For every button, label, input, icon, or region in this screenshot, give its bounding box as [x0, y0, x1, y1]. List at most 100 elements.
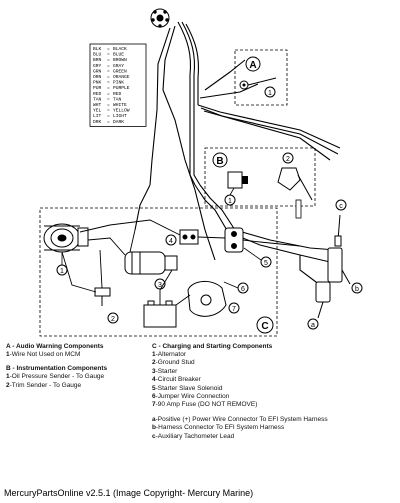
color-key-border: [89, 43, 147, 127]
copyright-footer: MercuryPartsOnline v2.5.1 (Image Copyrig…: [4, 488, 254, 498]
legend-item: 2-Ground Stud: [152, 359, 397, 367]
legend-item-text: -Auxiliary Tachometer Lead: [155, 432, 235, 440]
section-b-label: B: [216, 156, 223, 167]
legend-item: 1-Alternator: [152, 351, 397, 359]
legend-item-key: 2: [152, 359, 156, 367]
legend-item-text: -Alternator: [155, 351, 186, 358]
color-key-name: DARK: [113, 119, 124, 125]
legend-section-a-heading: A - Audio Warning Components: [6, 343, 104, 350]
legend-item-text: -Starter: [155, 367, 178, 375]
color-key-code: PNK: [93, 80, 102, 86]
slave-solenoid-icon: [224, 227, 244, 253]
legend-item: 3-Starter: [152, 368, 397, 376]
legend-item-key: 6: [152, 393, 156, 401]
legend-item-text: -Starter Slave Solenoid: [155, 384, 223, 392]
color-key-code: YEL: [93, 108, 102, 114]
color-key-name: LIGHT: [113, 113, 127, 119]
callout-c2: 2: [111, 316, 115, 323]
color-key-name: PURPLE: [113, 85, 130, 91]
color-key-code: GRY: [93, 63, 102, 69]
color-key-dash: =: [107, 53, 110, 58]
circuit-breaker-icon: [179, 229, 199, 245]
legend-item-text: -Ground Stud: [155, 359, 195, 367]
legend-item-key: 7: [152, 401, 156, 409]
callout-c4: 4: [169, 238, 173, 245]
legend-item-text: -Trim Sender - To Gauge: [9, 381, 82, 389]
color-key-code: BLU: [93, 52, 102, 58]
color-key-code: BLK: [93, 46, 102, 52]
legend-item-key: a: [152, 415, 156, 423]
color-key-dash: =: [107, 114, 110, 119]
harness-plug-icon: [150, 8, 170, 28]
callout-b: b: [355, 286, 359, 293]
legend-item-text: -90 Amp Fuse (DO NOT REMOVE): [155, 401, 258, 409]
legend-item-key: 4: [152, 376, 156, 384]
legend-item: c-Auxiliary Tachometer Lead: [152, 433, 397, 441]
callout-a1: 1: [268, 90, 272, 97]
callout-a: a: [311, 322, 315, 329]
legend-item: 7-90 Amp Fuse (DO NOT REMOVE): [152, 401, 397, 409]
section-c-label: C: [261, 321, 268, 332]
legend-item-text: -Circuit Breaker: [155, 376, 201, 384]
section-a-label: A: [249, 60, 256, 71]
legend-section-c-heading: C - Charging and Starting Components: [152, 343, 273, 350]
color-key-name: YELLOW: [113, 108, 130, 114]
legend-item-text: -Positive (+) Power Wire Connector To EF…: [155, 415, 328, 423]
color-key-name: RED: [113, 91, 122, 97]
callout-c5: 5: [264, 260, 268, 267]
color-key-name: ORANGE: [113, 74, 130, 80]
color-key-name: BLACK: [113, 46, 127, 52]
legend-item-text: -Oil Pressure Sender - To Gauge: [9, 373, 105, 381]
color-key-dash: =: [107, 81, 110, 86]
color-key-dash: =: [107, 103, 110, 108]
color-key-dash: =: [107, 69, 110, 74]
legend-item: 2-Trim Sender - To Gauge: [6, 382, 176, 390]
legend-item-text: -Wire Not Used on MCM: [9, 351, 81, 358]
color-key-code: BRN: [93, 57, 102, 63]
color-key-code: GRN: [93, 68, 102, 74]
callout-c3: 3: [158, 282, 162, 289]
legend-item-key: 2: [6, 381, 10, 389]
legend-item-key: 1: [6, 373, 10, 381]
legend-item-text: -Jumper Wire Connection: [155, 393, 230, 401]
color-key-code: PUR: [93, 85, 102, 91]
legend-section-b-heading: B - Instrumentation Components: [6, 365, 108, 373]
color-key-dash: =: [107, 75, 110, 80]
legend-item-key: 3: [152, 367, 156, 375]
power-wire-connector-icon: [315, 281, 331, 319]
color-key-dash: =: [107, 97, 110, 102]
main-wire-harness: [134, 21, 341, 286]
callout-b1: 1: [228, 198, 232, 205]
legend-item: 6-Jumper Wire Connection: [152, 393, 397, 401]
callout-b2: 2: [286, 156, 290, 163]
callout-c1: 1: [60, 268, 64, 275]
legend-item: b-Harness Connector To EFI System Harnes…: [152, 424, 397, 432]
color-key-code: TAN: [93, 96, 102, 102]
ground-stud-icon: [94, 287, 111, 306]
callout-c7: 7: [232, 306, 236, 313]
legend-item: 4-Circuit Breaker: [152, 376, 397, 384]
color-key-name: GRAY: [113, 63, 124, 69]
section-c-box: C: [39, 207, 278, 337]
legend-item-key: 1: [6, 351, 10, 358]
legend-item-key: 5: [152, 384, 156, 392]
legend-item-key: b: [152, 424, 156, 432]
callout-c: c: [339, 203, 343, 210]
alternator-icon: [43, 223, 89, 253]
legend-right-column: C - Charging and Starting Components 1-A…: [152, 343, 397, 441]
legend-left-column: A - Audio Warning Components 1-Wire Not …: [6, 343, 176, 390]
tachometer-lead-icon: [334, 214, 342, 247]
color-key-name: BLUE: [113, 52, 124, 58]
fuse-assembly-icon: [187, 281, 227, 317]
color-key-code: WHT: [93, 102, 102, 108]
efi-harness-connector-icon: [327, 247, 351, 285]
color-key-code: RED: [93, 91, 102, 97]
color-code-key: BLK=BLACKBLU=BLUEBRN=BROWNGRY=GRAYGRN=GR…: [89, 43, 147, 127]
legend-item: a-Positive (+) Power Wire Connector To E…: [152, 416, 397, 424]
color-key-dash: =: [107, 92, 110, 97]
legend-item: 1-Oil Pressure Sender - To Gauge: [6, 373, 176, 381]
legend-item: 1-Wire Not Used on MCM: [6, 351, 176, 359]
